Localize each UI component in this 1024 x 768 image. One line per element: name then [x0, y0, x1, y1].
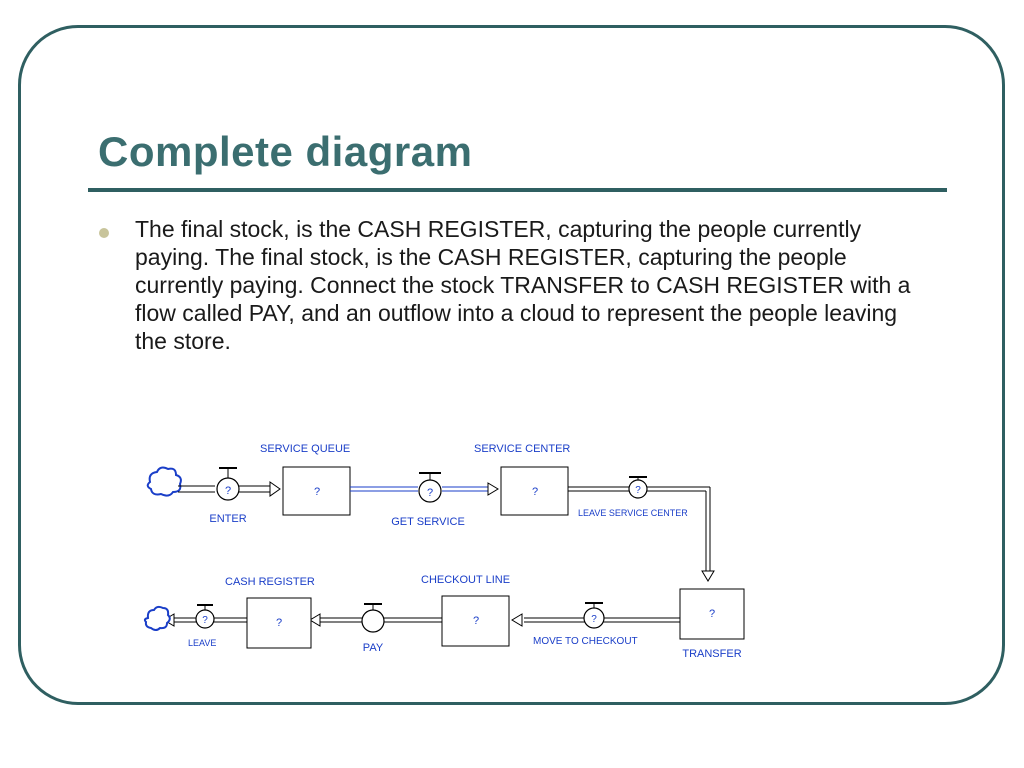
- service-center-label: SERVICE CENTER: [474, 443, 570, 455]
- stock-flow-diagram: ? ENTER SERVICE QUEUE ? ? GET SERVICE SE…: [143, 443, 745, 660]
- enter-label: ENTER: [209, 513, 246, 525]
- transfer-label: TRANSFER: [682, 648, 741, 660]
- cash-register-stock: [246, 597, 312, 649]
- checkout-line-stock: [441, 595, 510, 647]
- leave-service-center-valve-icon: ?: [628, 476, 648, 499]
- leave-valve-icon: ?: [195, 604, 215, 629]
- get-service-pipe: [350, 486, 418, 492]
- leave-service-center-pipe: [568, 486, 715, 582]
- move-to-checkout-value: ?: [591, 614, 597, 625]
- sink-cloud-icon: [143, 605, 171, 631]
- enter-pipe: [178, 485, 215, 493]
- transfer-stock: [679, 588, 745, 640]
- checkout-line-value: ?: [473, 615, 479, 627]
- checkout-line-label: CHECKOUT LINE: [421, 574, 510, 586]
- bullet-marker: [99, 228, 109, 238]
- source-cloud-icon: [146, 466, 182, 497]
- cash-register-label: CASH REGISTER: [225, 576, 315, 588]
- slide-title: Complete diagram: [98, 128, 473, 175]
- service-center-stock: [500, 466, 569, 516]
- title-divider: [88, 188, 947, 192]
- get-service-label: GET SERVICE: [391, 516, 465, 528]
- service-center-value: ?: [532, 486, 538, 498]
- enter-outflow-pipe: [239, 481, 281, 497]
- move-to-checkout-valve-icon: ?: [583, 602, 605, 629]
- leave-service-center-value: ?: [635, 485, 641, 496]
- move-to-checkout-label: MOVE TO CHECKOUT: [533, 636, 638, 647]
- slide-frame: [18, 25, 1005, 705]
- enter-value: ?: [225, 485, 231, 497]
- leave-label: LEAVE: [188, 638, 216, 648]
- get-service-valve-icon: ?: [418, 472, 442, 503]
- leave-service-center-label: LEAVE SERVICE CENTER: [578, 508, 688, 518]
- cash-register-value: ?: [276, 617, 282, 629]
- service-queue-label: SERVICE QUEUE: [260, 443, 350, 455]
- bullet-text: The final stock, is the CASH REGISTER, c…: [135, 216, 911, 354]
- get-service-outflow-pipe: [442, 482, 499, 496]
- service-queue-value: ?: [314, 486, 320, 498]
- pay-label: PAY: [363, 642, 384, 654]
- transfer-value: ?: [709, 608, 715, 620]
- get-service-value: ?: [427, 487, 433, 499]
- pay-valve-icon: [361, 603, 385, 633]
- leave-value: ?: [202, 615, 208, 626]
- enter-valve-icon: ?: [216, 467, 240, 501]
